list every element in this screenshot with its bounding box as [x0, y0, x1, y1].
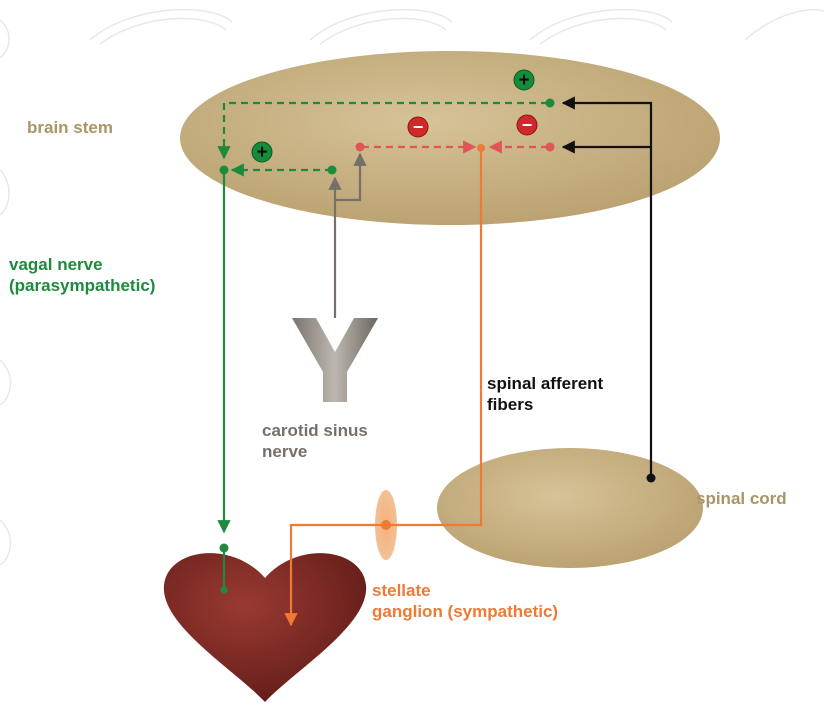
svg-text:−: −: [522, 115, 533, 135]
excitatory-node-top: [546, 99, 555, 108]
vagal-nerve-label: vagal nerve (parasympathetic): [9, 254, 155, 296]
vagal-nerve-label-line1: vagal nerve: [9, 254, 155, 275]
spinal-cord-node: [647, 474, 656, 483]
inhibitory-sign-right: −: [517, 115, 537, 135]
carotid-label-line2: nerve: [262, 441, 368, 462]
carotid-sinus-y-shape: [292, 318, 378, 402]
brain-stem-label: brain stem: [27, 117, 113, 138]
stellate-label-line1: stellate: [372, 580, 558, 601]
vagal-heart-node: [220, 544, 229, 553]
svg-text:+: +: [256, 142, 267, 163]
spinal-afferent-label-line2: fibers: [487, 394, 603, 415]
ganglion-node: [381, 520, 391, 530]
vagal-nerve-label-line2: (parasympathetic): [9, 275, 155, 296]
vagal-nerve-origin-node: [220, 166, 229, 175]
stellate-ganglion-label: stellate ganglion (sympathetic): [372, 580, 558, 622]
heart-shape: [164, 553, 366, 702]
spinal-afferent-label-line1: spinal afferent: [487, 373, 603, 394]
inhibitory-node-right: [546, 143, 555, 152]
spinal-cord-label: spinal cord: [696, 488, 787, 509]
carotid-label-line1: carotid sinus: [262, 420, 368, 441]
stellate-label-line2: ganglion (sympathetic): [372, 601, 558, 622]
svg-text:+: +: [518, 70, 529, 91]
brain-stem-shape: [180, 51, 720, 225]
excitatory-node-mid: [328, 166, 337, 175]
vagal-heart-end-node: [221, 587, 228, 594]
spinal-cord-shape: [437, 448, 703, 568]
sympathetic-origin-node: [477, 144, 485, 152]
carotid-sinus-nerve-label: carotid sinus nerve: [262, 420, 368, 462]
inhibitory-node-left: [356, 143, 365, 152]
inhibitory-sign-left: −: [408, 117, 428, 137]
spinal-afferent-label: spinal afferent fibers: [487, 373, 603, 415]
svg-text:−: −: [413, 117, 424, 137]
